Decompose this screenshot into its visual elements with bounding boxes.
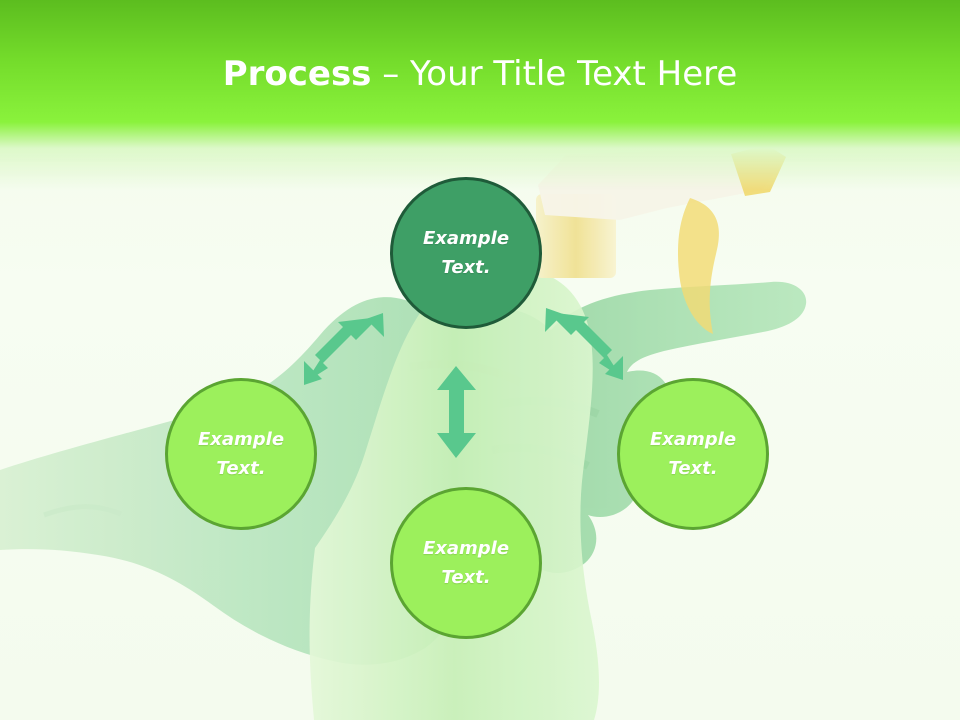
node-label-line-2: Text. bbox=[441, 567, 491, 588]
node-label: Example Text. bbox=[415, 224, 517, 282]
process-node-right[interactable]: Example Text. bbox=[617, 378, 769, 530]
node-label-line-2: Text. bbox=[216, 458, 266, 479]
process-node-left[interactable]: Example Text. bbox=[165, 378, 317, 530]
node-label-line-1: Example bbox=[422, 538, 510, 559]
title-bar: Process – Your Title Text Here bbox=[0, 0, 960, 190]
process-node-top[interactable]: Example Text. bbox=[390, 177, 542, 329]
node-label: Example Text. bbox=[642, 425, 744, 483]
node-label: Example Text. bbox=[190, 425, 292, 483]
process-node-bottom[interactable]: Example Text. bbox=[390, 487, 542, 639]
slide-title: Process – Your Title Text Here bbox=[0, 52, 960, 96]
node-label-line-1: Example bbox=[197, 429, 285, 450]
node-label-line-1: Example bbox=[422, 228, 510, 249]
node-label: Example Text. bbox=[415, 534, 517, 592]
node-label-line-2: Text. bbox=[441, 257, 491, 278]
node-label-line-1: Example bbox=[649, 429, 737, 450]
node-label-line-2: Text. bbox=[668, 458, 718, 479]
title-emphasis: Process bbox=[222, 54, 372, 94]
title-suffix: – Your Title Text Here bbox=[371, 54, 738, 94]
